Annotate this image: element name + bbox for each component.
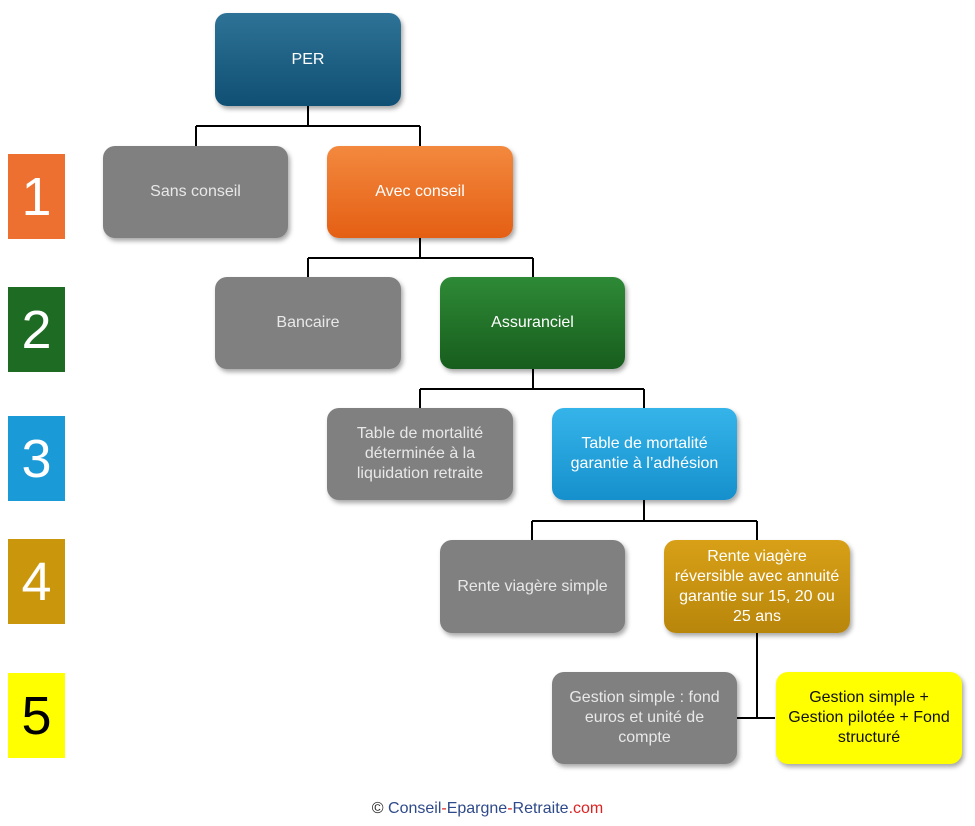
level-3-badge: 3 bbox=[8, 416, 65, 501]
node-rente-reversible: Rente viagère réversible avec annuité ga… bbox=[664, 540, 850, 633]
node-bancaire: Bancaire bbox=[215, 277, 401, 369]
footer-part2: Epargne bbox=[446, 800, 508, 817]
footer-tld: .com bbox=[568, 800, 604, 817]
node-gestion-complete: Gestion simple + Gestion pilotée + Fond … bbox=[776, 672, 962, 764]
node-sans-conseil: Sans conseil bbox=[103, 146, 288, 238]
footer-part1: Conseil bbox=[388, 800, 442, 817]
node-table-liquidation: Table de mortalité déterminée à la liqui… bbox=[327, 408, 513, 500]
copyright-footer: © Conseil-Epargne-Retraite.com bbox=[0, 800, 975, 818]
footer-link[interactable]: Conseil-Epargne-Retraite.com bbox=[388, 800, 603, 817]
node-rente-simple: Rente viagère simple bbox=[440, 540, 625, 633]
footer-sep2: - bbox=[507, 800, 513, 817]
level-4-badge: 4 bbox=[8, 539, 65, 624]
node-per: PER bbox=[215, 13, 401, 106]
footer-part3: Retraite bbox=[512, 800, 569, 817]
node-gestion-simple: Gestion simple : fond euros et unité de … bbox=[552, 672, 737, 764]
footer-sep1: - bbox=[441, 800, 447, 817]
level-2-badge: 2 bbox=[8, 287, 65, 372]
level-1-badge: 1 bbox=[8, 154, 65, 239]
node-assuranciel: Assuranciel bbox=[440, 277, 625, 369]
copyright-symbol: © bbox=[371, 800, 384, 817]
node-table-adhesion: Table de mortalité garantie à l’adhésion bbox=[552, 408, 737, 500]
node-avec-conseil: Avec conseil bbox=[327, 146, 513, 238]
level-5-badge: 5 bbox=[8, 673, 65, 758]
